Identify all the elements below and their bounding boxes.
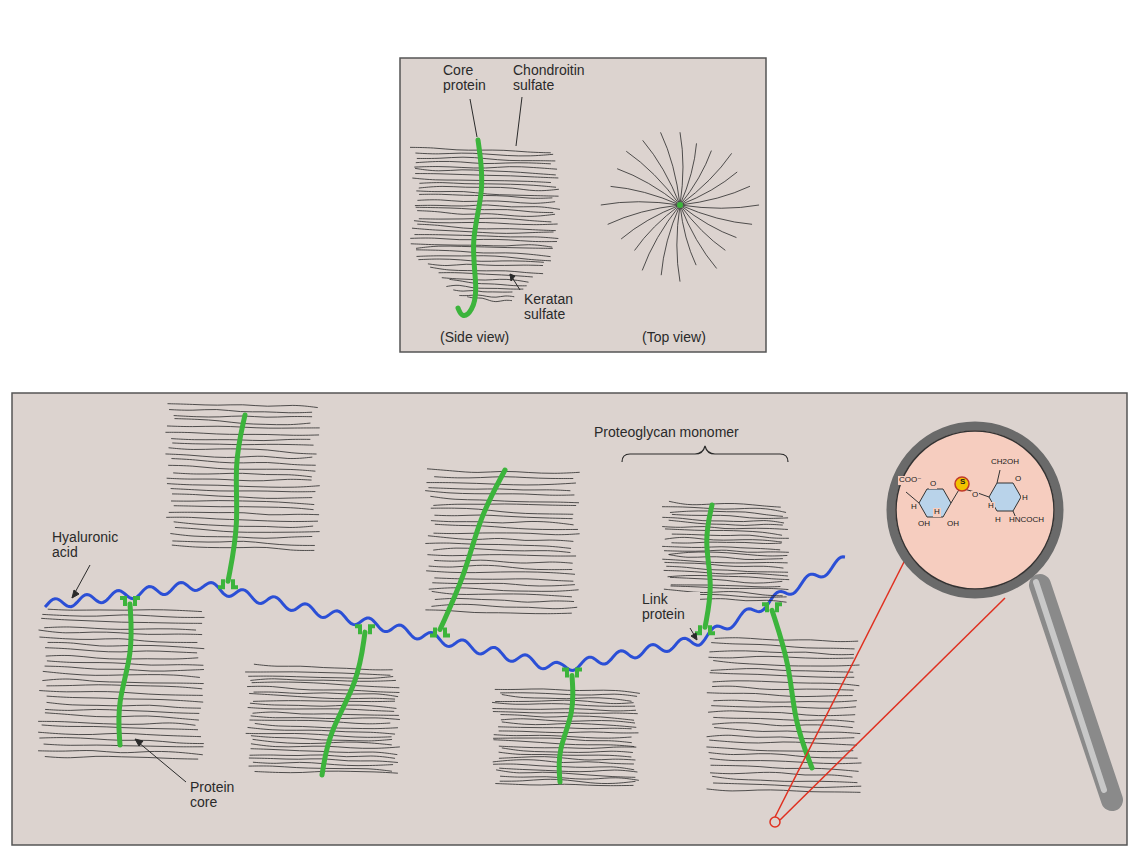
part-label: Chondroitin sulfate <box>513 63 599 94</box>
chemical-symbol: COO⁻ <box>898 476 922 485</box>
part-label: (Side view) <box>440 330 509 345</box>
magnifier <box>770 426 1112 827</box>
inset-panel <box>400 58 766 352</box>
part-label: Link protein <box>640 592 700 623</box>
side-view-monomer <box>410 140 560 315</box>
leader-lines <box>72 97 788 782</box>
part-label: Core protein <box>443 63 495 94</box>
chemical-symbol: O <box>929 480 937 489</box>
part-label: Proteoglycan monomer <box>592 425 741 440</box>
chemical-symbol: H <box>1021 494 1029 503</box>
chemical-symbol: H <box>987 502 995 511</box>
part-label: Keratan sulfate <box>524 292 594 323</box>
part-label: Hyaluronic acid <box>50 530 134 561</box>
chemical-symbol: HNCOCH <box>1008 516 1045 525</box>
main-panel <box>12 393 1127 845</box>
chemical-symbol: H <box>910 503 918 512</box>
chemical-symbol: O <box>971 491 979 500</box>
chemical-symbol: H <box>933 508 941 517</box>
chemical-symbol: OH <box>946 520 960 529</box>
chemical-symbol: CH2OH <box>990 458 1020 467</box>
chemical-symbol: S <box>959 478 966 487</box>
chemical-symbol: H <box>994 516 1002 525</box>
proteoglycan-aggregate <box>38 404 861 793</box>
part-label: (Top view) <box>642 330 706 345</box>
part-label: Protein core <box>188 780 248 811</box>
chemical-symbol: OH <box>917 520 931 529</box>
chemical-symbol: O <box>1014 475 1022 484</box>
top-view-monomer <box>601 132 759 281</box>
